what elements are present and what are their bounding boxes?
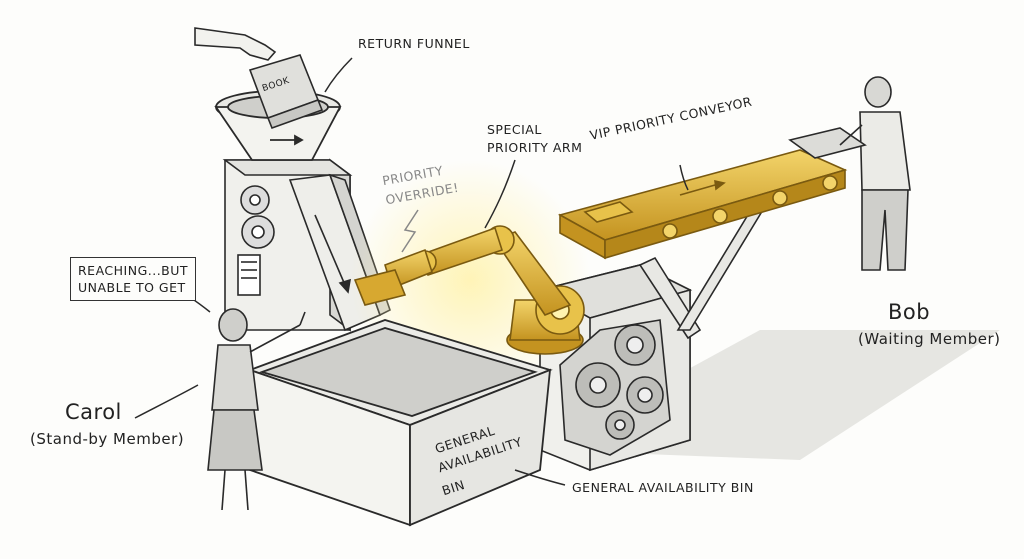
label-bin-callout: GENERAL AVAILABILITY BIN bbox=[572, 480, 754, 495]
conveyor-support bbox=[638, 188, 777, 340]
hand-with-book bbox=[194, 27, 324, 130]
label-reaching: REACHING...BUT UNABLE TO GET bbox=[70, 257, 197, 301]
bob-figure bbox=[788, 76, 911, 271]
label-return-funnel: RETURN FUNNEL bbox=[358, 36, 470, 51]
label-reaching-2: UNABLE TO GET bbox=[78, 280, 186, 295]
label-reaching-1: REACHING...BUT bbox=[78, 263, 189, 278]
label-special-arm-2: PRIORITY ARM bbox=[487, 140, 583, 155]
vip-conveyor bbox=[557, 149, 848, 260]
gear-machine bbox=[537, 264, 693, 472]
bob-role: (Waiting Member) bbox=[858, 330, 1001, 348]
special-priority-arm bbox=[353, 225, 585, 355]
bob-name: Bob bbox=[888, 300, 931, 324]
carol-figure bbox=[207, 308, 306, 511]
carol-role: (Stand-by Member) bbox=[30, 430, 185, 448]
label-special-arm-1: SPECIAL bbox=[487, 122, 542, 137]
callout-lines bbox=[134, 57, 689, 486]
carol-name: Carol bbox=[65, 400, 122, 424]
